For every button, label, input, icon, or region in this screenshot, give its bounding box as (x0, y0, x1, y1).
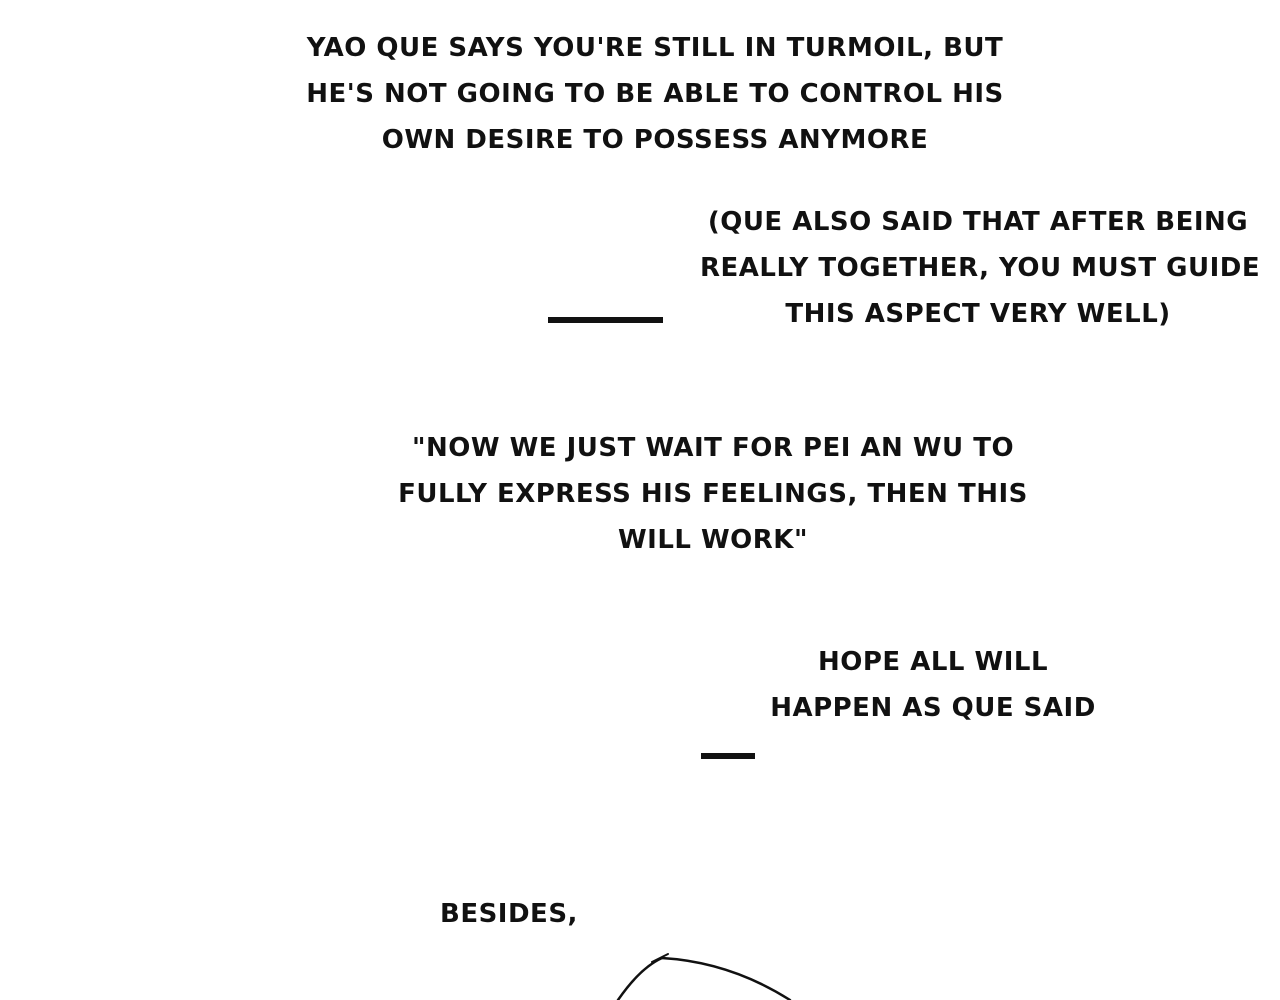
caption-line: "NOW WE JUST WAIT FOR PEI AN WU TO (411, 433, 1015, 463)
tail-right (701, 0, 755, 759)
caption-line: YAO QUE SAYS YOU'RE STILL IN TURMOIL, BU… (306, 33, 1004, 63)
caption-line: OWN DESIRE TO POSSESS ANYMORE (381, 125, 929, 155)
caption-hope: HOPE ALL WILL HAPPEN AS QUE SAID (770, 639, 1096, 731)
caption-line: HOPE ALL WILL (817, 647, 1049, 677)
caption-line: WILL WORK" (617, 525, 809, 555)
caption-wait-pei-an-wu: "NOW WE JUST WAIT FOR PEI AN WU TO FULLY… (390, 425, 1036, 563)
caption-besides: BESIDES, (440, 891, 585, 937)
caption-line: REALLY TOGETHER, YOU MUST GUIDE (700, 253, 1261, 283)
caption-line: FULLY EXPRESS HIS FEELINGS, THEN THIS (398, 479, 1028, 509)
caption-line: (QUE ALSO SAID THAT AFTER BEING (707, 207, 1249, 237)
tail-left (548, 0, 663, 323)
caption-turmoil: YAO QUE SAYS YOU'RE STILL IN TURMOIL, BU… (300, 25, 1010, 163)
caption-line: HAPPEN AS QUE SAID (770, 693, 1096, 723)
caption-line: THIS ASPECT VERY WELL) (785, 299, 1171, 329)
sketch-curve (616, 953, 792, 1000)
caption-line: BESIDES, (440, 899, 578, 929)
caption-line: HE'S NOT GOING TO BE ABLE TO CONTROL HIS (306, 79, 1004, 109)
caption-guide-aspect: (QUE ALSO SAID THAT AFTER BEING REALLY T… (700, 199, 1261, 337)
